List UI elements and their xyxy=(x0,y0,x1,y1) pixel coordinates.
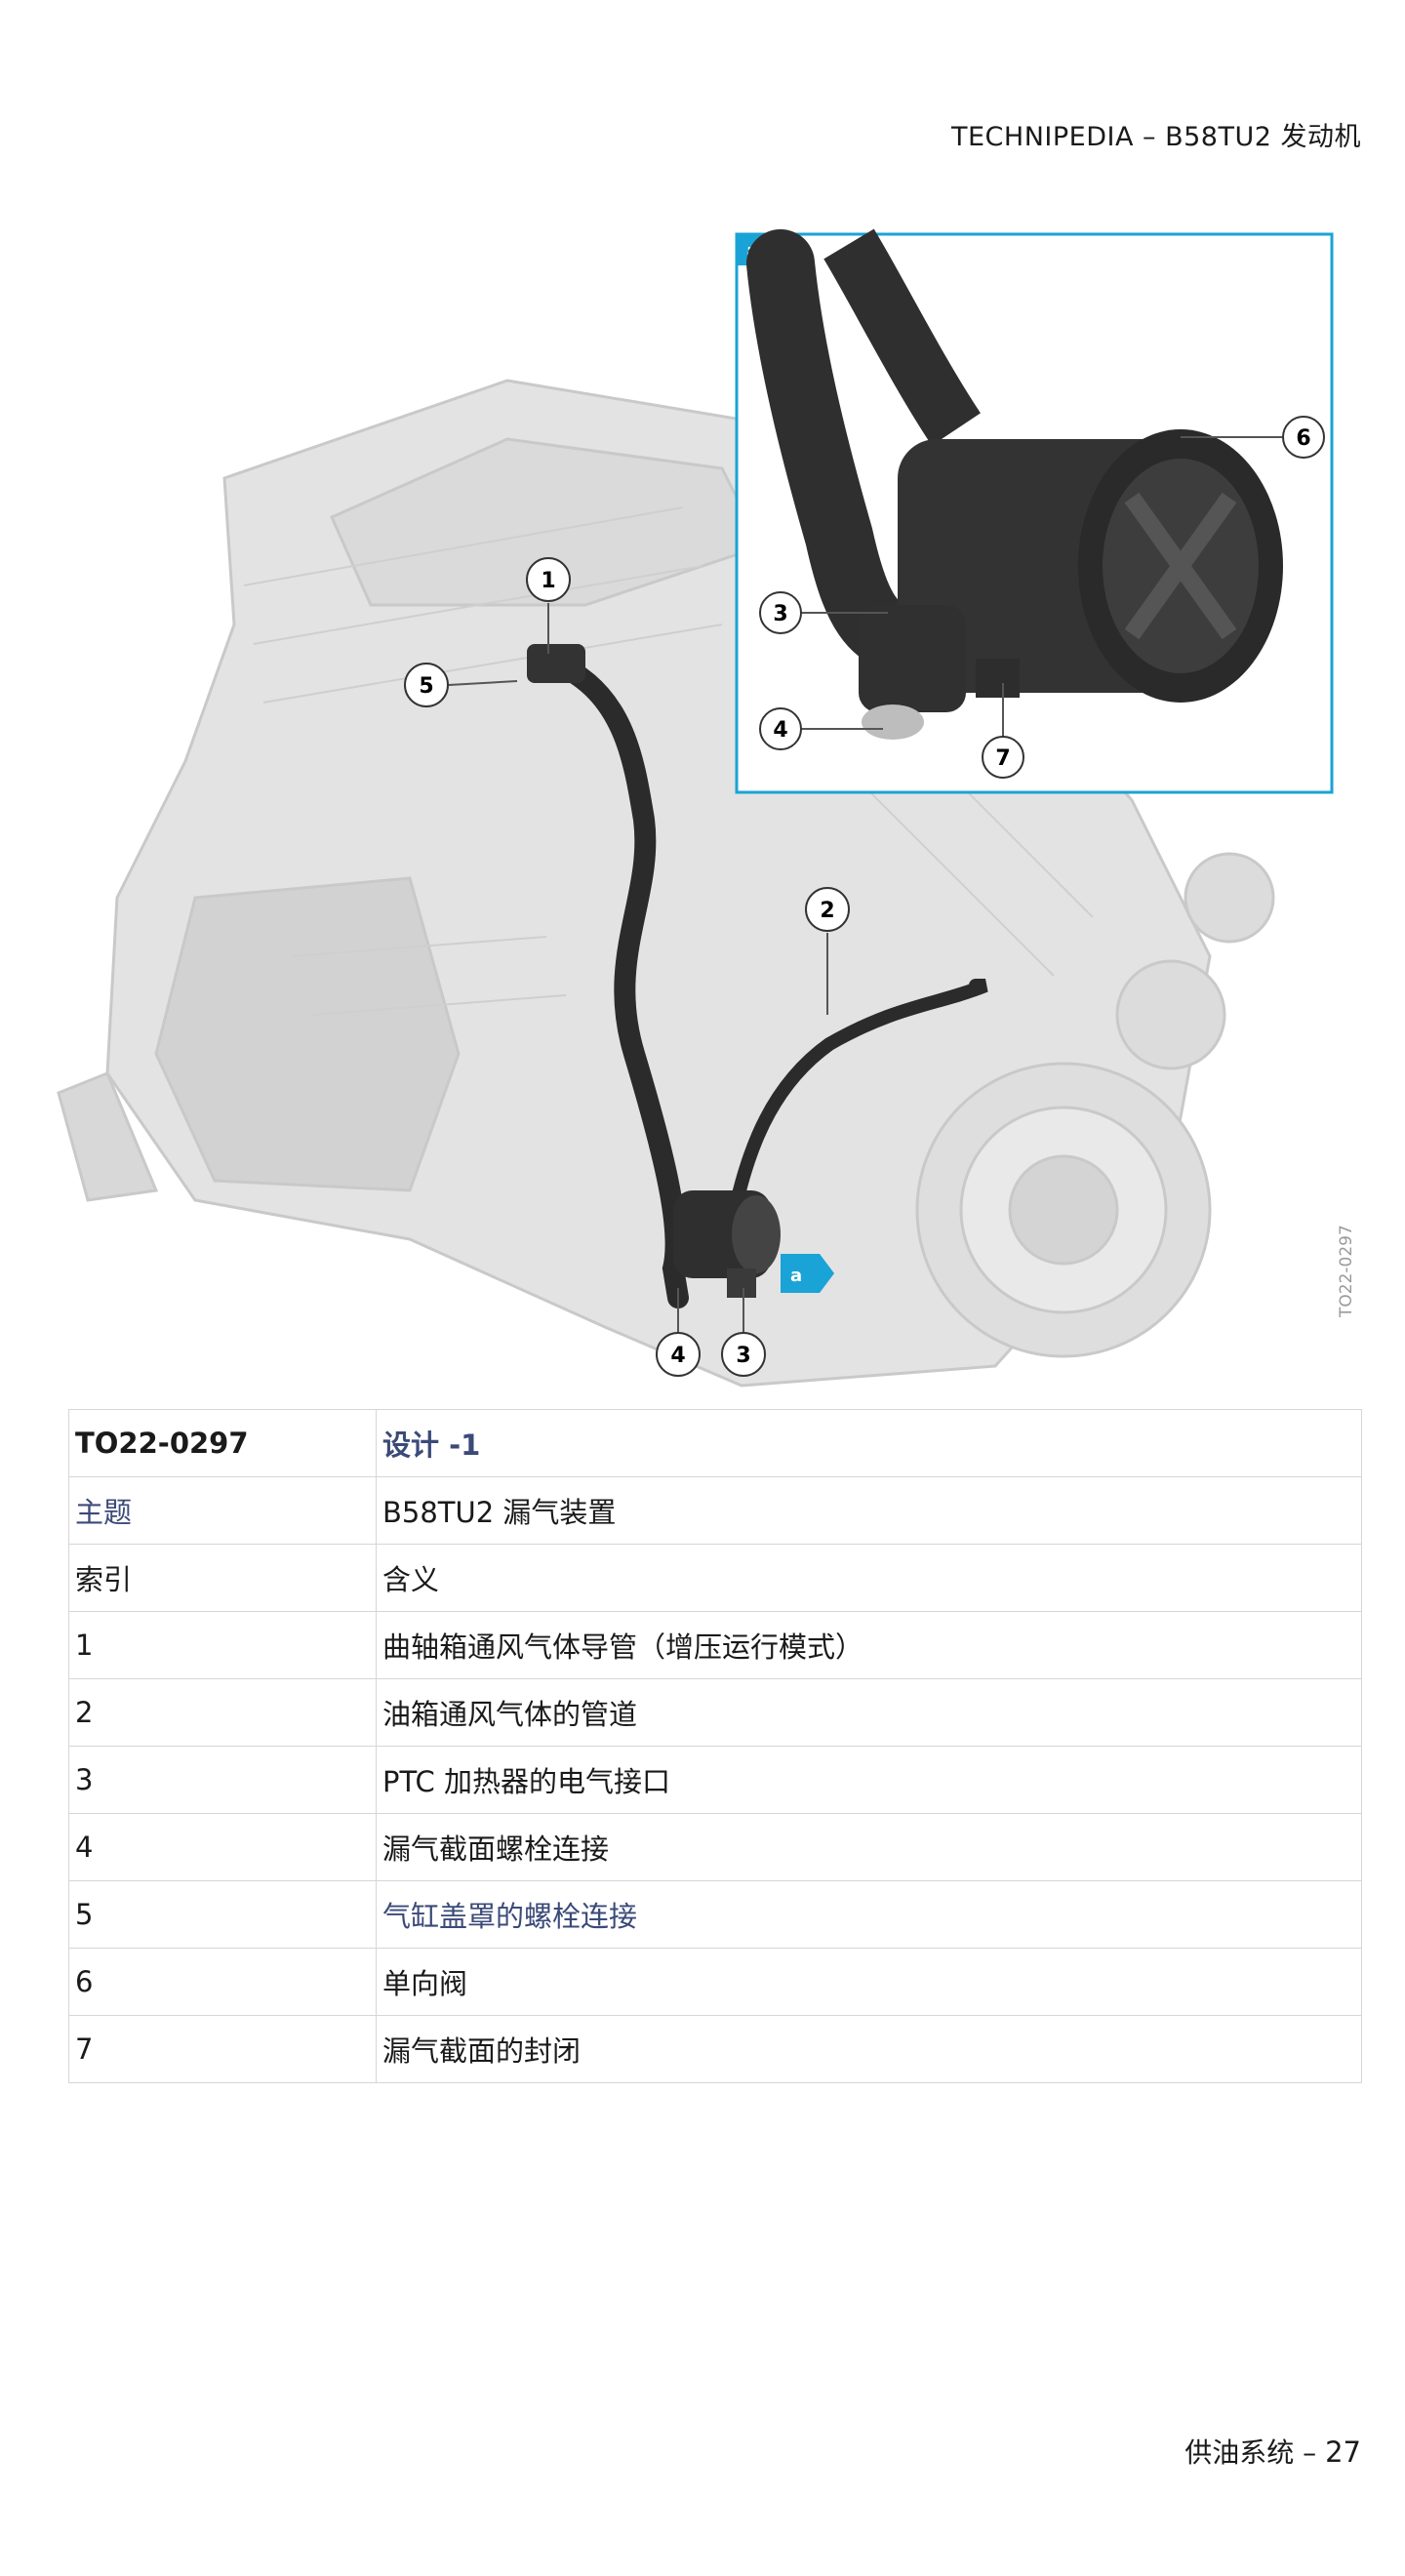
engine-illustration: a a xyxy=(57,228,1334,1388)
detail-callout-7: 7 xyxy=(982,736,1024,779)
callout-4: 4 xyxy=(656,1332,701,1377)
table-row: 4 漏气截面螺栓连接 xyxy=(68,1813,1362,1881)
engine-figure: a a xyxy=(0,215,1405,1415)
row-index: 2 xyxy=(68,1678,377,1747)
callout-2: 2 xyxy=(805,887,850,932)
engine-detail-lines xyxy=(243,506,1094,1016)
crankcase-vent-hose xyxy=(545,653,689,1308)
svg-text:3: 3 xyxy=(736,1344,750,1368)
callout-1: 1 xyxy=(526,557,571,602)
legend-title-link[interactable]: 设计 -1 xyxy=(376,1409,1362,1477)
table-row: 3 PTC 加热器的电气接口 xyxy=(68,1746,1362,1814)
detail-view: a xyxy=(735,228,1334,794)
tank-vent-pipe xyxy=(720,979,988,1256)
row-meaning: 油箱通风气体的管道 xyxy=(376,1678,1362,1747)
legend-column-index: 索引 xyxy=(68,1544,377,1612)
row-meaning: 漏气截面螺栓连接 xyxy=(376,1813,1362,1881)
svg-text:6: 6 xyxy=(1296,426,1310,451)
svg-text:1: 1 xyxy=(541,569,555,593)
head-connector xyxy=(527,644,585,683)
row-index: 7 xyxy=(68,2015,377,2083)
figure-id-vertical: TO22-0297 xyxy=(1337,1225,1356,1317)
svg-text:4: 4 xyxy=(773,718,787,743)
callout-3: 3 xyxy=(721,1332,766,1377)
legend-figure-id: TO22-0297 xyxy=(68,1409,377,1477)
legend-table: TO22-0297 设计 -1 主题 B58TU2 漏气装置 索引 含义 1 曲… xyxy=(68,1409,1362,2083)
footer-section: 供油系统 – xyxy=(1184,2436,1317,2469)
page-number: 27 xyxy=(1325,2435,1361,2469)
detail-callout-6: 6 xyxy=(1282,416,1325,459)
row-index: 5 xyxy=(68,1880,377,1949)
legend-column-meaning: 含义 xyxy=(376,1544,1362,1612)
row-index: 3 xyxy=(68,1746,377,1814)
row-meaning: PTC 加热器的电气接口 xyxy=(376,1746,1362,1814)
legend-header-row: TO22-0297 设计 -1 xyxy=(68,1409,1362,1477)
blowby-unit xyxy=(673,1190,781,1298)
row-index: 6 xyxy=(68,1948,377,2016)
row-meaning: 曲轴箱通风气体导管（增压运行模式） xyxy=(376,1611,1362,1679)
callout-5: 5 xyxy=(404,663,449,707)
detail-callout-3: 3 xyxy=(759,591,802,634)
svg-text:3: 3 xyxy=(773,602,787,626)
svg-text:a: a xyxy=(790,1266,802,1286)
svg-text:5: 5 xyxy=(419,674,433,699)
table-row: 6 单向阀 xyxy=(68,1948,1362,2016)
row-index: 4 xyxy=(68,1813,377,1881)
row-meaning: 漏气截面的封闭 xyxy=(376,2015,1362,2083)
detail-marker: a xyxy=(781,1254,834,1293)
page-header: TECHNIPEDIA – B58TU2 发动机 xyxy=(951,122,1361,152)
page-footer: 供油系统 – 27 xyxy=(1184,2432,1361,2471)
svg-text:2: 2 xyxy=(820,899,834,923)
legend-columns-row: 索引 含义 xyxy=(68,1544,1362,1612)
table-row: 5 气缸盖罩的螺栓连接 xyxy=(68,1880,1362,1949)
detail-callout-4: 4 xyxy=(759,707,802,750)
row-meaning: 单向阀 xyxy=(376,1948,1362,2016)
row-index: 1 xyxy=(68,1611,377,1679)
legend-subject-row: 主题 B58TU2 漏气装置 xyxy=(68,1476,1362,1545)
svg-text:7: 7 xyxy=(995,746,1010,771)
table-row: 1 曲轴箱通风气体导管（增压运行模式） xyxy=(68,1611,1362,1679)
legend-subject-value: B58TU2 漏气装置 xyxy=(376,1476,1362,1545)
table-row: 2 油箱通风气体的管道 xyxy=(68,1678,1362,1747)
legend-subject-label: 主题 xyxy=(68,1476,377,1545)
svg-text:4: 4 xyxy=(670,1344,685,1368)
table-row: 7 漏气截面的封闭 xyxy=(68,2015,1362,2083)
row-meaning-link[interactable]: 气缸盖罩的螺栓连接 xyxy=(376,1880,1362,1949)
